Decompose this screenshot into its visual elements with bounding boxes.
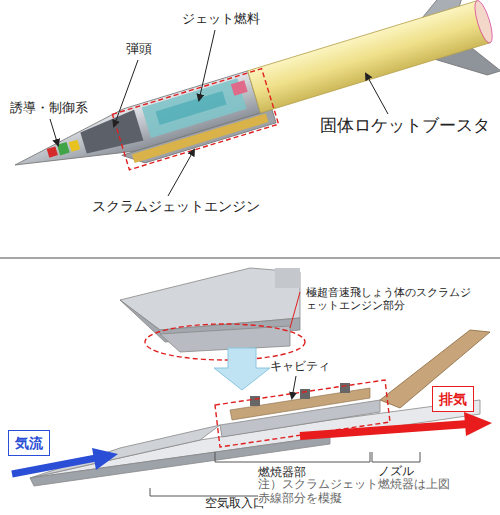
flow-label: 気流 — [15, 435, 43, 451]
callout-label: 極超音速飛しょう体のスクラムジェットエンジン部分 — [306, 287, 478, 312]
exhaust-box: 排気 — [432, 386, 474, 412]
part-label: 空気取入口 — [205, 497, 265, 511]
part-label: スクラムジェットエンジン — [92, 198, 260, 214]
missile — [0, 0, 500, 215]
engine-model — [30, 330, 490, 486]
part-label: キャビティ — [270, 360, 330, 374]
part-label: ジェット燃料 — [182, 12, 260, 27]
airflow-box: 気流 — [8, 430, 50, 456]
part-label: 弾頭 — [126, 42, 152, 57]
part-label: 固体ロケットブースタ — [320, 116, 490, 136]
flow-label: 排気 — [439, 391, 467, 407]
part-label: 誘導・制御系 — [10, 101, 88, 116]
part-label: ノズル — [378, 465, 414, 479]
vehicle — [120, 268, 305, 360]
note-text: 注）スクラムジェット燃焼器は上図赤線部分を模擬 — [258, 478, 458, 506]
